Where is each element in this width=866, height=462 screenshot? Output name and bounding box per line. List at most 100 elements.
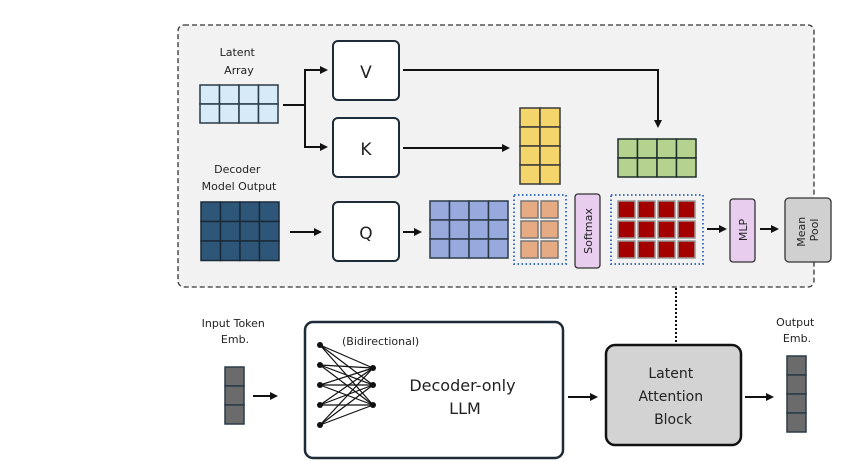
matrix-cell xyxy=(199,84,221,105)
latent-array-label: Latent Array xyxy=(220,46,259,77)
nn-edge xyxy=(319,367,374,426)
output-emb-label: Output Emb. xyxy=(776,316,818,345)
nn-node xyxy=(317,362,323,368)
softmax-box xyxy=(574,193,601,269)
nn-node xyxy=(317,382,323,388)
value-matrix xyxy=(617,138,697,178)
matrix-cell xyxy=(656,157,678,178)
matrix-cell xyxy=(617,220,636,239)
matrix-cell xyxy=(200,240,222,262)
matrix-cell xyxy=(200,201,222,223)
mean-pool-label: Mean Pool xyxy=(795,213,821,246)
matrix-cell xyxy=(258,220,280,242)
mlp-label: MLP xyxy=(737,219,750,242)
matrix-cell xyxy=(636,138,658,159)
latent-attention-block-label: Latent Attention Block xyxy=(638,366,707,428)
matrix-cell xyxy=(656,138,678,159)
matrix-cell xyxy=(218,84,240,105)
v-label: V xyxy=(360,63,372,83)
matrix-cell xyxy=(637,220,656,239)
decoder-output-label: Decoder Model Output xyxy=(202,163,277,193)
matrix-cell xyxy=(239,240,261,262)
matrix-cell xyxy=(519,145,541,166)
matrix-cell xyxy=(617,240,636,259)
attention-matrix xyxy=(617,200,696,259)
matrix-cell xyxy=(519,126,541,147)
matrix-cell xyxy=(657,220,676,239)
matrix-cell xyxy=(448,238,470,259)
mean-pool-box xyxy=(784,197,832,263)
latent-array-matrix xyxy=(199,84,279,124)
matrix-cell xyxy=(468,238,490,259)
nn-edge xyxy=(319,404,374,426)
output-emb-vector xyxy=(786,355,807,433)
matrix-cell xyxy=(238,84,260,105)
input-token-label: Input Token Emb. xyxy=(202,317,269,346)
matrix-cell xyxy=(539,107,561,128)
matrix-cell xyxy=(539,145,561,166)
matrix-cell xyxy=(637,200,656,219)
matrix-cell xyxy=(786,355,807,376)
matrix-cell xyxy=(786,393,807,414)
matrix-cell xyxy=(636,157,658,178)
matrix-cell xyxy=(239,201,261,223)
nn-node xyxy=(317,402,323,408)
matrix-cell xyxy=(258,240,280,262)
key-matrix xyxy=(519,107,561,185)
matrix-cell xyxy=(637,240,656,259)
nn-node xyxy=(317,422,323,428)
matrix-cell xyxy=(200,220,222,242)
matrix-cell xyxy=(539,164,561,185)
k-projection-box xyxy=(332,117,400,178)
matrix-cell xyxy=(224,366,245,387)
matrix-cell xyxy=(487,238,509,259)
nn-edge xyxy=(319,384,374,426)
matrix-cell xyxy=(786,374,807,395)
matrix-cell xyxy=(468,200,490,221)
matrix-cell xyxy=(448,200,470,221)
latent-to-k-arrow xyxy=(304,105,328,151)
matrix-cell xyxy=(677,240,696,259)
matrix-cell xyxy=(540,240,559,259)
matrix-cell xyxy=(239,220,261,242)
k-label: K xyxy=(360,140,372,160)
latent-to-v-arrow xyxy=(283,66,328,106)
matrix-cell xyxy=(520,220,539,239)
matrix-cell xyxy=(224,385,245,406)
matrix-cell xyxy=(540,200,559,219)
decoder-output-matrix xyxy=(200,201,280,262)
bidirectional-label: (Bidirectional) xyxy=(342,335,419,348)
nn-edge xyxy=(319,364,374,369)
matrix-cell xyxy=(540,220,559,239)
matrix-cell xyxy=(617,138,639,159)
matrix-cell xyxy=(199,103,221,124)
matrix-cell xyxy=(539,126,561,147)
matrix-cell xyxy=(677,200,696,219)
matrix-cell xyxy=(429,200,451,221)
matrix-cell xyxy=(675,138,697,159)
matrix-cell xyxy=(218,103,240,124)
matrix-cell xyxy=(786,412,807,433)
matrix-cell xyxy=(429,219,451,240)
q-label: Q xyxy=(359,224,372,244)
matrix-cell xyxy=(448,219,470,240)
v-to-value-arrow xyxy=(403,69,662,128)
matrix-cell xyxy=(219,220,241,242)
latent-attention-block xyxy=(604,343,743,447)
matrix-cell xyxy=(224,404,245,425)
v-projection-box xyxy=(332,40,400,101)
matrix-cell xyxy=(657,200,676,219)
decoder-llm-box xyxy=(303,320,565,460)
nn-node xyxy=(370,402,376,408)
matrix-cell xyxy=(257,103,279,124)
matrix-cell xyxy=(258,201,280,223)
matrix-cell xyxy=(257,84,279,105)
query-matrix xyxy=(429,200,509,259)
matrix-cell xyxy=(617,157,639,178)
matrix-cell xyxy=(219,240,241,262)
nn-edge xyxy=(319,367,374,386)
matrix-cell xyxy=(219,201,241,223)
neural-network-icon xyxy=(317,342,376,428)
nn-edge xyxy=(319,384,374,406)
